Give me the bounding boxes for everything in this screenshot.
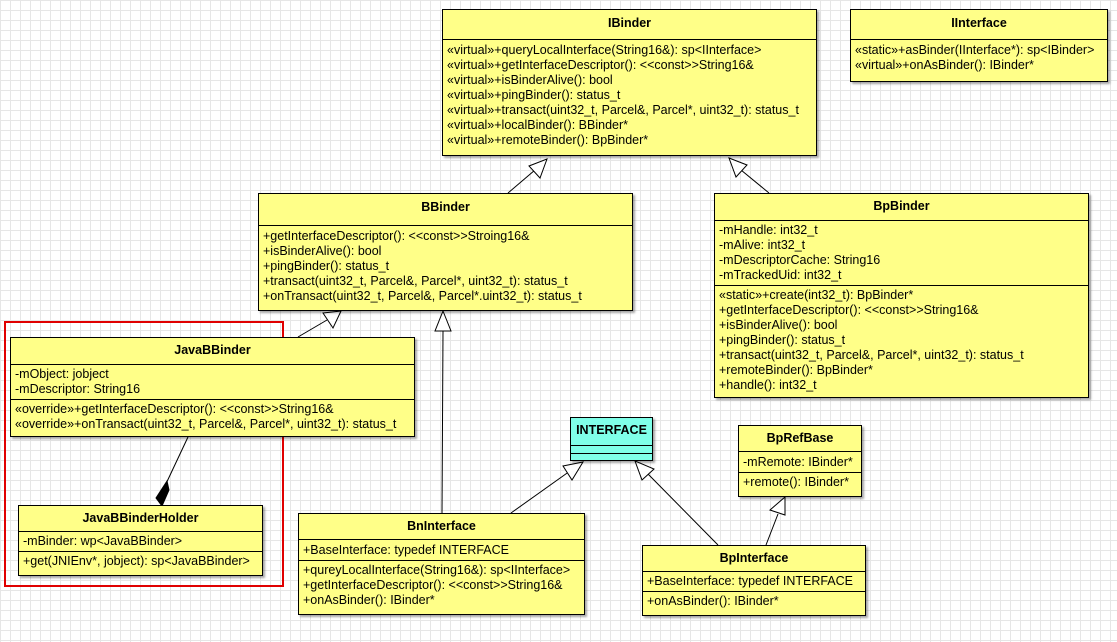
edge-bpbinder-ibinder bbox=[740, 169, 770, 194]
method: «static»+create(int32_t): BpBinder* bbox=[719, 288, 914, 302]
class-title: IBinder bbox=[443, 10, 816, 40]
attribute: -mObject: jobject bbox=[15, 367, 109, 381]
method: «virtual»+transact(uint32_t, Parcel&, Pa… bbox=[447, 103, 799, 117]
empty-section bbox=[571, 446, 652, 454]
method: «static»+asBinder(IInterface*): sp<IBind… bbox=[855, 43, 1095, 57]
method: «virtual»+onAsBinder(): IBinder* bbox=[855, 58, 1034, 72]
methods-section: +onAsBinder(): IBinder* bbox=[643, 591, 865, 611]
class-bpinterface[interactable]: BpInterface +BaseInterface: typedef INTE… bbox=[642, 545, 866, 616]
attribute: -mAlive: int32_t bbox=[719, 238, 806, 252]
edge-bpinterface-bprefbase bbox=[765, 513, 779, 546]
method: «override»+onTransact(uint32_t, Parcel&,… bbox=[15, 417, 397, 431]
methods-section: «static»+asBinder(IInterface*): sp<IBind… bbox=[851, 40, 1107, 76]
method: «virtual»+remoteBinder(): BpBinder* bbox=[447, 133, 649, 147]
methods-section: «override»+getInterfaceDescriptor(): <<c… bbox=[11, 399, 414, 435]
arrow-bbinder-ibinder bbox=[528, 158, 548, 179]
class-javabbinderholder[interactable]: JavaBBinderHolder -mBinder: wp<JavaBBind… bbox=[18, 505, 263, 576]
attributes-section: +BaseInterface: typedef INTERFACE bbox=[299, 540, 584, 560]
class-bbinder[interactable]: BBinder +getInterfaceDescriptor(): <<con… bbox=[258, 193, 633, 311]
edge-bninterface-bbinder bbox=[441, 330, 444, 514]
highlight-box bbox=[4, 321, 284, 587]
class-title: BpInterface bbox=[643, 546, 865, 572]
arrow-bpinterface-bprefbase bbox=[769, 495, 786, 516]
edge-bbinder-ibinder bbox=[507, 169, 536, 194]
method: «override»+getInterfaceDescriptor(): <<c… bbox=[15, 402, 334, 416]
method: +onAsBinder(): IBinder* bbox=[647, 594, 779, 608]
class-title: BBinder bbox=[259, 194, 632, 226]
arrow-javabbinder-bbinder bbox=[322, 310, 342, 330]
class-javabbinder[interactable]: JavaBBinder -mObject: jobject -mDescript… bbox=[10, 337, 415, 437]
method: +onAsBinder(): IBinder* bbox=[303, 593, 435, 607]
method: +remote(): IBinder* bbox=[743, 475, 849, 489]
method: +isBinderAlive(): bool bbox=[263, 244, 382, 258]
attributes-section: -mRemote: IBinder* bbox=[739, 452, 861, 472]
attribute: -mBinder: wp<JavaBBinder> bbox=[23, 534, 183, 548]
method: +qureyLocalInterface(String16&): sp<IInt… bbox=[303, 563, 571, 577]
edge-javabbinder-bbinder bbox=[297, 319, 328, 338]
attributes-section: -mHandle: int32_t -mAlive: int32_t -mDes… bbox=[715, 221, 1088, 285]
arrow-bpinterface-interface bbox=[634, 460, 655, 481]
method: «virtual»+pingBinder(): status_t bbox=[447, 88, 621, 102]
method: +getInterfaceDescriptor(): <<const>>Stro… bbox=[263, 229, 530, 243]
class-title: BpRefBase bbox=[739, 426, 861, 452]
attribute: +BaseInterface: typedef INTERFACE bbox=[647, 574, 853, 588]
class-ibinder[interactable]: IBinder «virtual»+queryLocalInterface(St… bbox=[442, 9, 817, 156]
edge-bninterface-interface bbox=[510, 470, 571, 514]
class-interface[interactable]: INTERFACE bbox=[570, 417, 653, 461]
method: «virtual»+isBinderAlive(): bool bbox=[447, 73, 613, 87]
class-title: BpBinder bbox=[715, 194, 1088, 221]
method: «virtual»+queryLocalInterface(String16&)… bbox=[447, 43, 762, 57]
attributes-section: -mObject: jobject -mDescriptor: String16 bbox=[11, 365, 414, 399]
attribute: -mHandle: int32_t bbox=[719, 223, 818, 237]
class-bprefbase[interactable]: BpRefBase -mRemote: IBinder* +remote(): … bbox=[738, 425, 862, 497]
class-title: IInterface bbox=[851, 10, 1107, 40]
method: +get(JNIEnv*, jobject): sp<JavaBBinder> bbox=[23, 554, 250, 568]
method: +transact(uint32_t, Parcel&, Parcel*, ui… bbox=[719, 348, 1024, 362]
edge-bpinterface-interface bbox=[647, 473, 719, 546]
arrow-bninterface-interface bbox=[562, 461, 585, 481]
class-title: JavaBBinder bbox=[11, 338, 414, 365]
attribute: +BaseInterface: typedef INTERFACE bbox=[303, 543, 509, 557]
methods-section: +getInterfaceDescriptor(): <<const>>Stro… bbox=[259, 226, 632, 307]
method: +handle(): int32_t bbox=[719, 378, 817, 392]
methods-section: +get(JNIEnv*, jobject): sp<JavaBBinder> bbox=[19, 551, 262, 571]
methods-section: +remote(): IBinder* bbox=[739, 472, 861, 492]
attribute: -mDescriptorCache: String16 bbox=[719, 253, 881, 267]
method: +onTransact(uint32_t, Parcel&, Parcel*.u… bbox=[263, 289, 582, 303]
arrow-bpbinder-ibinder bbox=[728, 157, 748, 178]
method: +getInterfaceDescriptor(): <<const>>Stri… bbox=[719, 303, 979, 317]
class-iinterface[interactable]: IInterface «static»+asBinder(IInterface*… bbox=[850, 9, 1108, 82]
class-title: INTERFACE bbox=[571, 418, 652, 446]
attribute: -mRemote: IBinder* bbox=[743, 455, 853, 469]
method: +transact(uint32_t, Parcel&, Parcel*, ui… bbox=[263, 274, 568, 288]
arrow-bninterface-bbinder bbox=[434, 309, 452, 332]
attribute: -mTrackedUid: int32_t bbox=[719, 268, 842, 282]
methods-section: +qureyLocalInterface(String16&): sp<IInt… bbox=[299, 560, 584, 611]
class-title: BnInterface bbox=[299, 514, 584, 540]
method: +pingBinder(): status_t bbox=[263, 259, 390, 273]
attribute: -mDescriptor: String16 bbox=[15, 382, 141, 396]
attributes-section: +BaseInterface: typedef INTERFACE bbox=[643, 572, 865, 591]
methods-section: «virtual»+queryLocalInterface(String16&)… bbox=[443, 40, 816, 151]
attributes-section: -mBinder: wp<JavaBBinder> bbox=[19, 532, 262, 551]
method: «virtual»+getInterfaceDescriptor(): <<co… bbox=[447, 58, 754, 72]
class-bninterface[interactable]: BnInterface +BaseInterface: typedef INTE… bbox=[298, 513, 585, 615]
class-title: JavaBBinderHolder bbox=[19, 506, 262, 532]
method: «virtual»+localBinder(): BBinder* bbox=[447, 118, 628, 132]
method: +getInterfaceDescriptor(): <<const>>Stri… bbox=[303, 578, 563, 592]
method: +remoteBinder(): BpBinder* bbox=[719, 363, 873, 377]
method: +isBinderAlive(): bool bbox=[719, 318, 838, 332]
class-bpbinder[interactable]: BpBinder -mHandle: int32_t -mAlive: int3… bbox=[714, 193, 1089, 398]
method: +pingBinder(): status_t bbox=[719, 333, 846, 347]
methods-section: «static»+create(int32_t): BpBinder* +get… bbox=[715, 285, 1088, 396]
